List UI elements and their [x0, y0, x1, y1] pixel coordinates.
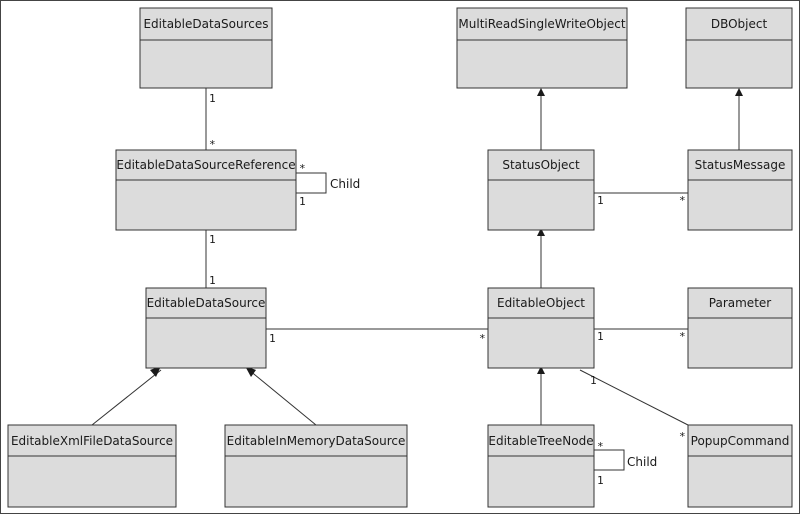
class-parameter[interactable]: Parameter [687, 287, 793, 369]
multiplicity: 1 [209, 92, 216, 105]
gen-arrowhead-editable [537, 366, 545, 374]
assoc-ref-self [296, 172, 327, 194]
class-name: EditableObject [497, 296, 585, 310]
multiplicity: 1 [597, 194, 604, 207]
class-name: StatusMessage [695, 158, 786, 172]
class-name: PopupCommand [691, 434, 790, 448]
class-name: EditableXmlFileDataSource [11, 434, 173, 448]
multiplicity: * [299, 162, 306, 175]
gen-arrowhead-memory [245, 366, 256, 377]
class-name: EditableDataSources [143, 17, 268, 31]
multiplicity: * [679, 330, 686, 343]
class-editable-data-source[interactable]: EditableDataSource [145, 287, 267, 369]
class-status-object[interactable]: StatusObject [487, 149, 595, 231]
class-multi-read-single-write-object[interactable]: MultiReadSingleWriteObject [456, 7, 628, 89]
class-name: MultiReadSingleWriteObject [458, 17, 625, 31]
multiplicity: 1 [209, 233, 216, 246]
multiplicity: * [597, 440, 604, 453]
class-name: EditableDataSource [147, 296, 266, 310]
multiplicity: * [679, 194, 686, 207]
class-editable-tree-node[interactable]: EditableTreeNode [487, 424, 595, 508]
gen-arrowhead-status [537, 228, 545, 236]
multiplicity: 1 [209, 274, 216, 287]
multiplicity: 1 [597, 474, 604, 487]
class-name: EditableDataSourceReference [116, 158, 295, 172]
class-status-message[interactable]: StatusMessage [687, 149, 793, 231]
class-name: Parameter [709, 296, 771, 310]
class-editable-object[interactable]: EditableObject [487, 287, 595, 369]
class-name: StatusObject [502, 158, 580, 172]
class-editable-data-sources[interactable]: EditableDataSources [139, 7, 273, 89]
gen-arrowhead-dbobject [735, 88, 743, 96]
multiplicity: * [479, 332, 486, 345]
class-name: DBObject [711, 17, 768, 31]
gen-xml-source [91, 369, 162, 426]
gen-arrowhead-xml [150, 366, 161, 377]
assoc-editable-popup [579, 369, 689, 426]
class-db-object[interactable]: DBObject [685, 7, 793, 89]
multiplicity: 1 [597, 330, 604, 343]
multiplicity: 1 [590, 374, 597, 387]
multiplicity: * [679, 430, 686, 443]
role-label-child: Child [330, 177, 360, 191]
class-name: EditableInMemoryDataSource [227, 434, 406, 448]
gen-memory-source [248, 369, 317, 426]
class-editable-in-memory-data-source[interactable]: EditableInMemoryDataSource [224, 424, 408, 508]
multiplicity: * [209, 138, 216, 151]
class-popup-command[interactable]: PopupCommand [687, 424, 793, 508]
role-label-child: Child [627, 455, 657, 469]
multiplicity: 1 [299, 195, 306, 208]
class-name: EditableTreeNode [488, 434, 593, 448]
gen-arrowhead-multiread [537, 88, 545, 96]
class-editable-xml-file-data-source[interactable]: EditableXmlFileDataSource [7, 424, 177, 508]
multiplicity: 1 [269, 332, 276, 345]
assoc-tree-self [594, 449, 625, 471]
class-editable-data-source-reference[interactable]: EditableDataSourceReference [115, 149, 297, 231]
